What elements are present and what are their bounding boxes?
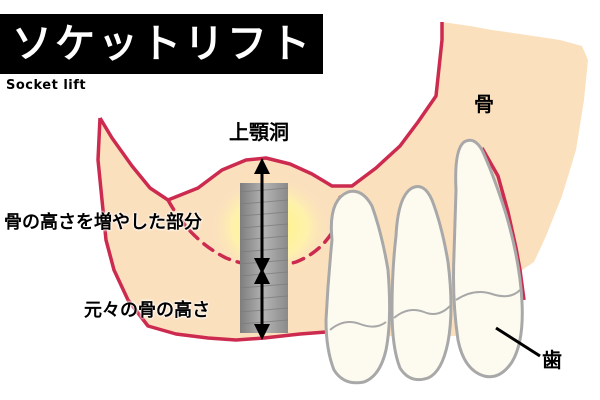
tooth-3 [452, 138, 524, 379]
arrow-original-height [254, 268, 270, 340]
arrow-added-height [254, 158, 270, 274]
page-title: ソケットリフト [12, 21, 313, 67]
label-original-bone-height: 元々の骨の高さ [84, 300, 210, 321]
title-banner: ソケットリフト [0, 14, 323, 74]
bone-outline-lower [96, 117, 327, 342]
label-bone: 骨 [474, 92, 494, 116]
page-subtitle: Socket lift [6, 78, 87, 93]
label-maxillary-sinus: 上顎洞 [229, 120, 289, 144]
label-added-bone-height: 骨の高さを増やした部分 [4, 212, 202, 233]
bone-outline-upper [98, 22, 444, 202]
tooth-2 [390, 185, 453, 382]
label-tooth: 歯 [542, 348, 562, 372]
tooth-pointer-line [495, 326, 541, 358]
tooth-1 [324, 189, 392, 385]
